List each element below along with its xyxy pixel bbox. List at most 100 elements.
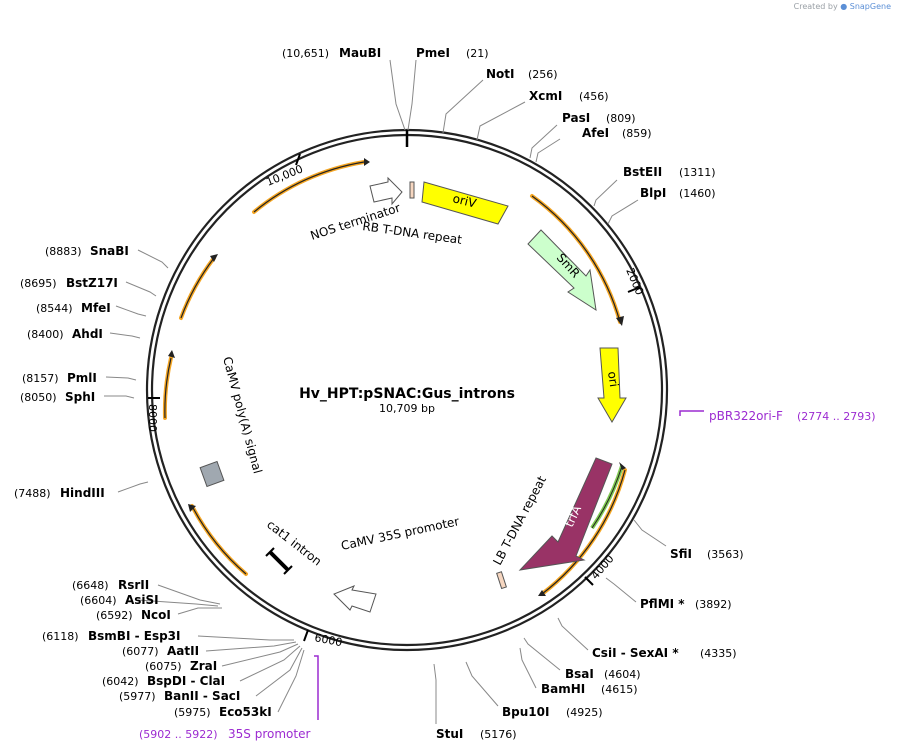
site-StuI[interactable]: StuI (5176) xyxy=(436,727,517,741)
svg-text:(5977): (5977) xyxy=(119,690,156,703)
site-HindIII[interactable]: (7488) HindIII xyxy=(14,486,105,500)
orf-arrowhead-icon xyxy=(538,590,546,596)
svg-text:CsiI - SexAI *: CsiI - SexAI * xyxy=(592,646,679,660)
primer-label-35S-promoter: 35S promoter xyxy=(228,727,310,741)
site-BstZ17I[interactable]: (8695) BstZ17I xyxy=(20,276,118,290)
svg-text:(4335): (4335) xyxy=(700,647,737,660)
site-CsiI-SexAI[interactable]: CsiI - SexAI * (4335) xyxy=(592,646,737,660)
credit-brand: SnapGene xyxy=(849,2,891,11)
feature-LB-T-DNA-repeat[interactable]: LB T-DNA repeat xyxy=(490,473,549,590)
feature-CaMV-35S-promoter[interactable]: CaMV 35S promoter xyxy=(333,514,461,613)
svg-text:(4615): (4615) xyxy=(601,683,638,696)
svg-text:RsrII: RsrII xyxy=(118,578,149,592)
tick-label-2000: 2000 xyxy=(623,266,646,297)
tick-8000: 8000 xyxy=(146,397,160,432)
svg-text:MfeI: MfeI xyxy=(81,301,111,315)
site-AhdI[interactable]: (8400) AhdI xyxy=(27,327,103,341)
site-BlpI[interactable]: BlpI(1460) xyxy=(640,186,716,200)
svg-text:PasI: PasI xyxy=(562,111,590,125)
site-AsiSI[interactable]: (6604)AsiSI xyxy=(80,593,159,607)
primer-pBR322ori-F[interactable]: pBR322ori-F (2774 .. 2793) xyxy=(679,409,876,423)
tick-6000: 6000 xyxy=(303,629,343,649)
site-PasI[interactable]: PasI(809) xyxy=(562,111,636,125)
primer-range-35S-promoter: (5902 .. 5922) xyxy=(139,728,218,741)
svg-text:(4604): (4604) xyxy=(604,668,641,681)
site-MfeI[interactable]: (8544) MfeI xyxy=(36,301,111,315)
feature-label-CaMV-polyA-signal: CaMV poly(A) signal xyxy=(220,355,265,475)
svg-text:StuI: StuI xyxy=(436,727,463,741)
site-MauBI[interactable]: (10,651)MauBI xyxy=(282,46,381,60)
svg-text:BsmBI - Esp3I: BsmBI - Esp3I xyxy=(88,629,180,643)
svg-text:BamHI: BamHI xyxy=(541,682,585,696)
svg-text:(7488): (7488) xyxy=(14,487,51,500)
svg-text:PmeI: PmeI xyxy=(416,46,450,60)
site-BsmBI-Esp3I[interactable]: (6118) BsmBI - Esp3I xyxy=(42,629,180,643)
site-BamHI[interactable]: BamHI (4615) xyxy=(541,682,638,696)
svg-text:Eco53kI: Eco53kI xyxy=(219,705,272,719)
svg-text:PflMI *: PflMI * xyxy=(640,597,685,611)
svg-text:(6592): (6592) xyxy=(96,609,133,622)
feature-ori[interactable]: ori xyxy=(597,347,627,423)
site-XcmI[interactable]: XcmI(456) xyxy=(529,89,609,103)
tick-label-8000: 8000 xyxy=(146,404,159,432)
site-SphI[interactable]: (8050)SphI xyxy=(20,390,95,404)
site-Eco53kI[interactable]: (5975) Eco53kI xyxy=(174,705,272,719)
svg-text:(3563): (3563) xyxy=(707,548,744,561)
site-BanII-SacI[interactable]: (5977)BanII - SacI xyxy=(119,689,240,703)
svg-text:(6118): (6118) xyxy=(42,630,79,643)
orf-arrowhead-icon xyxy=(616,316,624,326)
svg-text:(5975): (5975) xyxy=(174,706,211,719)
feature-cat1-intron[interactable]: cat1 intron xyxy=(264,517,324,575)
svg-text:XcmI: XcmI xyxy=(529,89,562,103)
primer-35S-promoter[interactable]: (5902 .. 5922) 35S promoter xyxy=(139,655,319,741)
svg-text:(8695): (8695) xyxy=(20,277,57,290)
svg-text:(6648): (6648) xyxy=(72,579,109,592)
tick-label-4000: 4000 xyxy=(588,552,616,582)
svg-text:(8544): (8544) xyxy=(36,302,73,315)
feature-label-ori: ori xyxy=(605,370,621,387)
site-ZraI[interactable]: (6075)ZraI xyxy=(145,659,217,673)
orf-arrowhead-icon xyxy=(210,254,218,262)
site-BsaI[interactable]: BsaI(4604) xyxy=(565,667,641,681)
svg-text:PmlI: PmlI xyxy=(67,371,97,385)
site-RsrII[interactable]: (6648) RsrII xyxy=(72,578,149,592)
site-PmeI[interactable]: PmeI (21) xyxy=(416,46,489,60)
feature-SmR[interactable]: SmR xyxy=(527,229,597,312)
site-BstEII[interactable]: BstEII (1311) xyxy=(623,165,716,179)
site-NcoI[interactable]: (6592)NcoI xyxy=(96,608,171,622)
svg-text:(256): (256) xyxy=(528,68,558,81)
site-AfeI[interactable]: AfeI(859) xyxy=(582,126,652,140)
svg-text:(1311): (1311) xyxy=(679,166,716,179)
svg-text:(8400): (8400) xyxy=(27,328,64,341)
snapgene-credit: Created by ● SnapGene xyxy=(794,2,891,11)
svg-text:(10,651): (10,651) xyxy=(282,47,329,60)
svg-text:(8883): (8883) xyxy=(45,245,82,258)
orf-arrowhead-icon xyxy=(168,350,175,358)
svg-text:AhdI: AhdI xyxy=(72,327,103,341)
site-PmlI[interactable]: (8157)PmlI xyxy=(22,371,97,385)
svg-text:(6077): (6077) xyxy=(122,645,159,658)
feature-oriV[interactable]: oriV xyxy=(421,181,509,225)
svg-text:(21): (21) xyxy=(466,47,489,60)
svg-text:BstZ17I: BstZ17I xyxy=(66,276,118,290)
plasmid-name: Hv_HPT:pSNAC:Gus_introns xyxy=(299,386,515,402)
feature-label-RB-T-DNA-repeat: RB T-DNA repeat xyxy=(362,219,464,247)
svg-text:SphI: SphI xyxy=(65,390,95,404)
site-AatII[interactable]: (6077)AatII xyxy=(122,644,199,658)
svg-text:BstEII: BstEII xyxy=(623,165,662,179)
feature-label-cat1-intron: cat1 intron xyxy=(264,517,324,568)
site-BspDI-ClaI[interactable]: (6042) BspDI - ClaI xyxy=(102,674,225,688)
orf-arc-left-top xyxy=(179,256,216,320)
feature-CaMV-polyA-signal[interactable]: CaMV poly(A) signal xyxy=(199,355,265,488)
feature-trfA[interactable]: trfA xyxy=(518,457,613,571)
svg-text:BspDI - ClaI: BspDI - ClaI xyxy=(147,674,225,688)
site-SfiI[interactable]: SfiI(3563) xyxy=(670,547,744,561)
credit-prefix: Created by xyxy=(793,2,838,11)
site-PflMI[interactable]: PflMI *(3892) xyxy=(640,597,732,611)
svg-text:HindIII: HindIII xyxy=(60,486,105,500)
site-Bpu10I[interactable]: Bpu10I(4925) xyxy=(502,705,603,719)
site-NotI[interactable]: NotI(256) xyxy=(486,67,558,81)
svg-text:(6042): (6042) xyxy=(102,675,139,688)
svg-text:(5176): (5176) xyxy=(480,728,517,741)
site-SnaBI[interactable]: (8883)SnaBI xyxy=(45,244,129,258)
